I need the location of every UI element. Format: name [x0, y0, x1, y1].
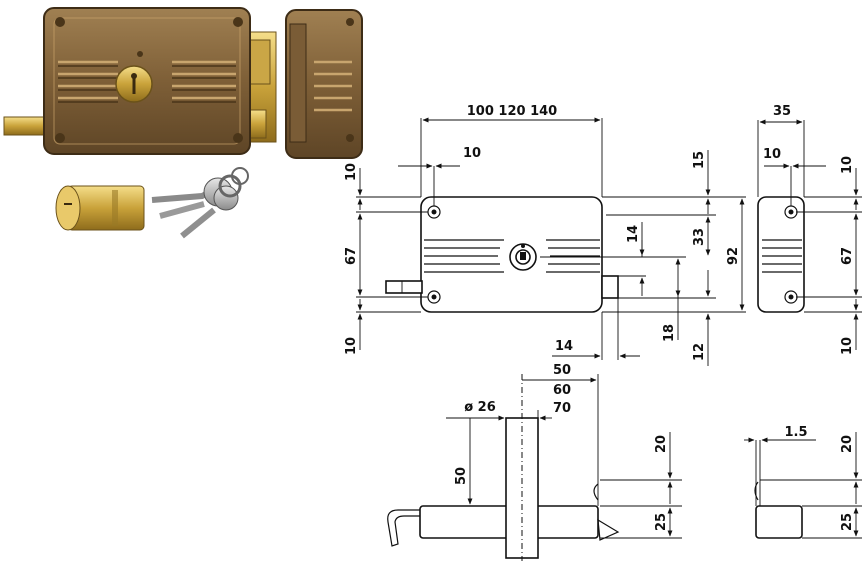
keeper-side-dimensions: 1.5 20 25: [744, 425, 862, 539]
dim-keeper-hole-spacing: 67: [840, 247, 855, 265]
dim-bolt-width: 14: [555, 339, 573, 354]
dim-offset-left: 10: [463, 146, 481, 161]
dim-bottom-margin-left: 10: [344, 337, 359, 355]
dim-keeper-width: 35: [773, 104, 791, 119]
dim-top-margin-left: 10: [344, 163, 359, 181]
dim-backset-a: 50: [553, 363, 571, 378]
keeper-front-view: [757, 196, 805, 313]
dim-keeper-side-thickness: 1.5: [784, 425, 807, 440]
dim-keeper-side-top: 20: [840, 435, 855, 453]
dim-hole-spacing-left: 67: [344, 247, 359, 265]
keeper-dimensions: 35 10 10 67 10: [757, 104, 862, 355]
dim-side-top: 20: [654, 435, 669, 453]
product-photo: [3, 7, 363, 239]
dim-keeper-top-margin: 10: [840, 156, 855, 174]
dim-side-bottom: 25: [654, 513, 669, 531]
side-dimensions: 50 60 70 ø 26 50 20 25: [446, 363, 682, 539]
dim-bolt-from-key: 18: [662, 324, 677, 342]
front-view-lock: [385, 196, 619, 313]
dim-keeper-bottom-margin: 10: [840, 337, 855, 355]
dim-keeper-offset: 10: [763, 147, 781, 162]
keeper-outline: [757, 196, 805, 313]
dim-total-height: 92: [726, 247, 741, 265]
dim-bolt-to-bottom: 12: [692, 343, 707, 361]
dim-key-height: 14: [626, 225, 641, 243]
dim-key-to-top: 33: [692, 228, 707, 246]
keys-photo: [151, 167, 249, 239]
dim-offset-top-right: 15: [692, 151, 707, 169]
front-dimensions: 100 120 140 10 10 67 10 15 33 92: [344, 104, 746, 366]
dim-width-options: 100 120 140: [467, 104, 557, 119]
dim-backset-c: 70: [553, 401, 571, 416]
dim-keeper-side-bottom: 25: [840, 513, 855, 531]
side-view-lock: [387, 374, 620, 561]
dim-handle-height: 50: [454, 467, 469, 485]
dim-cylinder-diameter: ø 26: [464, 400, 496, 415]
dim-backset-b: 60: [553, 383, 571, 398]
keeper-side-view: [754, 440, 803, 539]
cylinder-photo: [55, 185, 145, 231]
